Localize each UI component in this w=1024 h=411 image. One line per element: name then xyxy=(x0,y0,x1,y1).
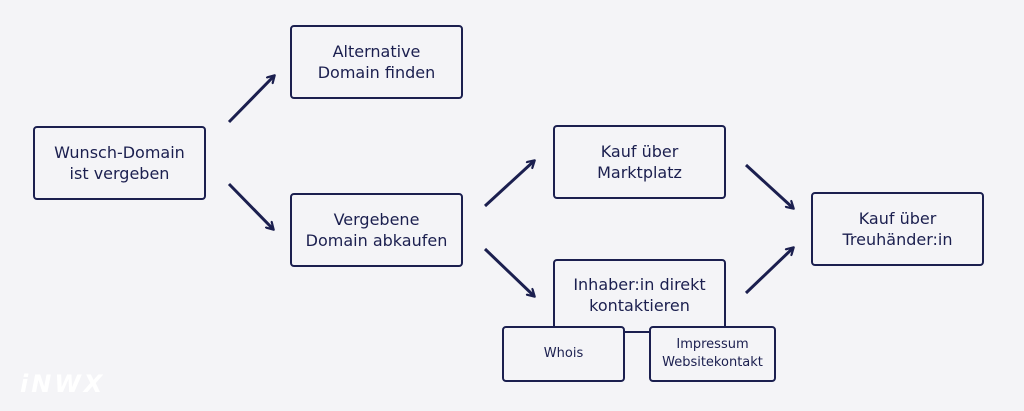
node-whois: Whois xyxy=(502,326,625,382)
node-label-line2: kontaktieren xyxy=(589,296,690,315)
node-wunsch-domain-ist-vergeben: Wunsch-Domain ist vergeben xyxy=(33,126,206,200)
node-kauf-ueber-marktplatz: Kauf über Marktplatz xyxy=(553,125,726,199)
node-label-line1: Wunsch-Domain xyxy=(54,143,185,162)
arrow-vergebene-to-marktplatz xyxy=(483,161,534,208)
node-label-line1: Impressum xyxy=(676,337,749,352)
arrow-wunsch-to-alternative xyxy=(227,76,274,124)
node-label-line2: Websitekontakt xyxy=(662,355,763,370)
node-impressum-websitekontakt: Impressum Websitekontakt xyxy=(649,326,776,382)
arrow-inhaber-to-treuhaender xyxy=(744,248,793,295)
node-label-line2: Domain abkaufen xyxy=(305,231,448,250)
node-label-line2: Marktplatz xyxy=(597,163,682,182)
node-vergebene-domain-abkaufen: Vergebene Domain abkaufen xyxy=(290,193,463,267)
node-label-line1: Alternative xyxy=(332,42,421,61)
node-kauf-ueber-treuhaender: Kauf über Treuhänder:in xyxy=(811,192,984,266)
node-label-line1: Kauf über xyxy=(600,142,679,161)
node-label-line1: Vergebene xyxy=(333,210,420,229)
inwx-logo: iNWX xyxy=(20,370,106,398)
node-label-line1: Whois xyxy=(543,346,584,361)
arrow-wunsch-to-vergebene xyxy=(227,182,273,229)
arrow-marktplatz-to-treuhaender xyxy=(744,163,793,208)
node-label-line1: Inhaber:in direkt xyxy=(573,275,706,294)
node-inhaber-direkt-kontaktieren: Inhaber:in direkt kontaktieren xyxy=(553,259,726,333)
node-alternative-domain-finden: Alternative Domain finden xyxy=(290,25,463,99)
node-label-line2: Treuhänder:in xyxy=(842,230,953,249)
arrow-vergebene-to-inhaber xyxy=(483,247,534,296)
node-label-line2: Domain finden xyxy=(317,63,436,82)
node-label-line2: ist vergeben xyxy=(69,164,170,183)
node-label-line1: Kauf über xyxy=(858,209,937,228)
